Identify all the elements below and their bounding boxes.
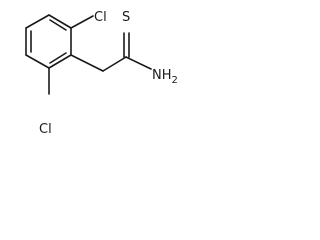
atom-label-s: S — [122, 10, 130, 25]
bond-c-to-n — [125, 56, 152, 70]
ring-bond-4 — [25, 54, 50, 69]
ring-bond-1 — [48, 14, 72, 29]
ring-inner-bond-1 — [49, 19, 67, 31]
ring-inner-bond-2 — [49, 52, 67, 64]
atom-label-cl-top: Cl — [94, 10, 107, 25]
atom-label-nh2: NH2 — [152, 68, 178, 86]
ring-bond-3 — [48, 54, 72, 69]
ring-bond-6 — [25, 14, 50, 29]
benzene-ring — [25, 14, 72, 69]
bond-ring-to-ch2 — [70, 54, 104, 72]
atom-label-nh-subscript: 2 — [172, 75, 178, 86]
bond-ring-to-cl-top — [70, 15, 94, 29]
bond-ch2-to-c — [102, 56, 127, 72]
atom-label-cl-bottom: Cl — [39, 122, 52, 137]
atom-label-nh: NH — [152, 68, 172, 83]
molecule-diagram: Cl Cl S NH2 — [25, 10, 178, 137]
